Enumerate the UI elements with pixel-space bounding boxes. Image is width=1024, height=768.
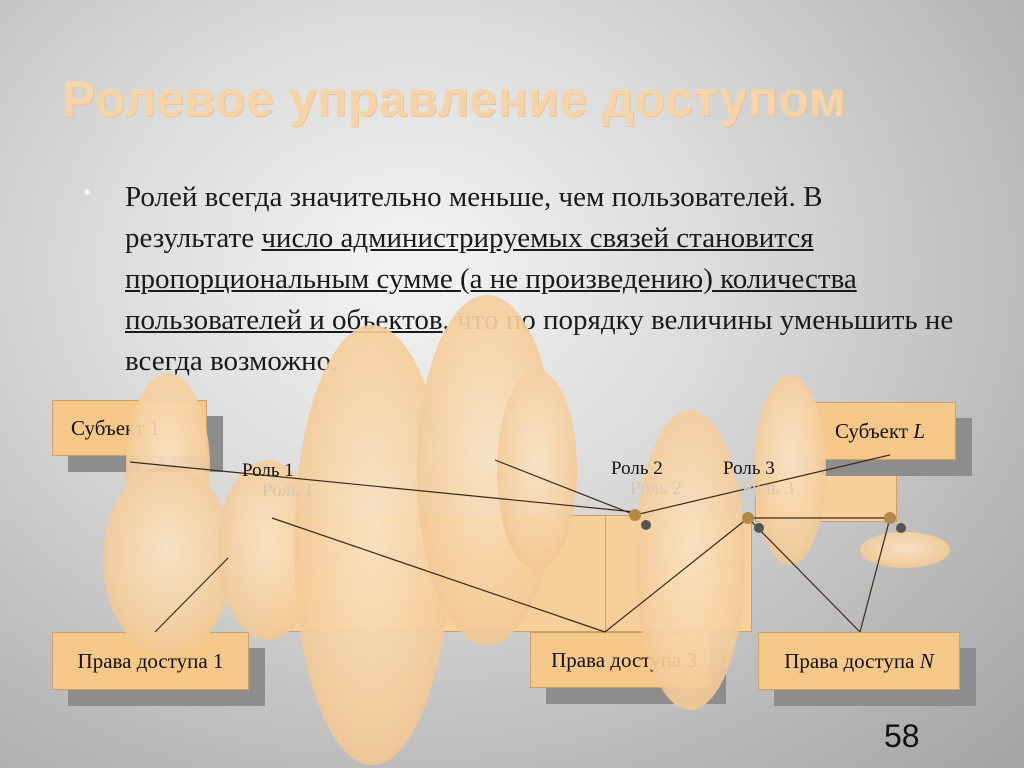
subject-l-label: Субъект L <box>835 419 925 444</box>
blob-2 <box>103 465 233 655</box>
blob-3 <box>218 460 318 640</box>
role-1-label-shadow: Роль 1 <box>262 480 314 501</box>
body-text: Ролей всегда значительно меньше, чем пол… <box>125 177 955 382</box>
rights-n-index: N <box>919 648 934 673</box>
blob-6 <box>497 370 577 570</box>
rights-n-prefix: Права доступа <box>784 648 920 673</box>
connector-dots <box>629 509 896 524</box>
role-1-label: Роль 1 <box>242 460 294 481</box>
rights-n-box: Права доступа N <box>758 632 960 690</box>
rights-n-label: Права доступа N <box>784 649 933 674</box>
subject-l-box: Субъект L <box>804 402 956 460</box>
rights-1-label: Права доступа 1 <box>77 648 224 673</box>
connector-dots-shadow <box>641 520 906 533</box>
dot-role-l <box>884 512 896 524</box>
dot-role-2 <box>629 509 641 521</box>
body-text-part3: , что по порядку величины уменьшить не в… <box>125 304 954 377</box>
body-text-underlined: число администрируемых связей становится… <box>125 222 857 336</box>
subject-l-prefix: Субъект <box>834 418 914 443</box>
role-3-label-shadow: Роль 3 <box>742 478 794 499</box>
connector-lines <box>129 454 891 633</box>
decorative-blobs <box>103 295 950 765</box>
page-number: 58 <box>884 718 920 754</box>
dot-role-3 <box>742 512 754 524</box>
blob-7 <box>635 410 745 710</box>
bullet-marker: • <box>84 182 91 202</box>
blob-4 <box>294 325 450 765</box>
role-2-label: Роль 2 <box>611 458 663 479</box>
blob-9 <box>860 532 950 568</box>
role-3-label: Роль 3 <box>723 458 775 479</box>
slide-title: Ролевое управление доступом <box>62 71 847 127</box>
body-text-part1: Ролей всегда значительно меньше, чем пол… <box>125 181 823 254</box>
role-2-label-shadow: Роль 2 <box>630 478 682 499</box>
subject-l-index: L <box>913 418 926 443</box>
